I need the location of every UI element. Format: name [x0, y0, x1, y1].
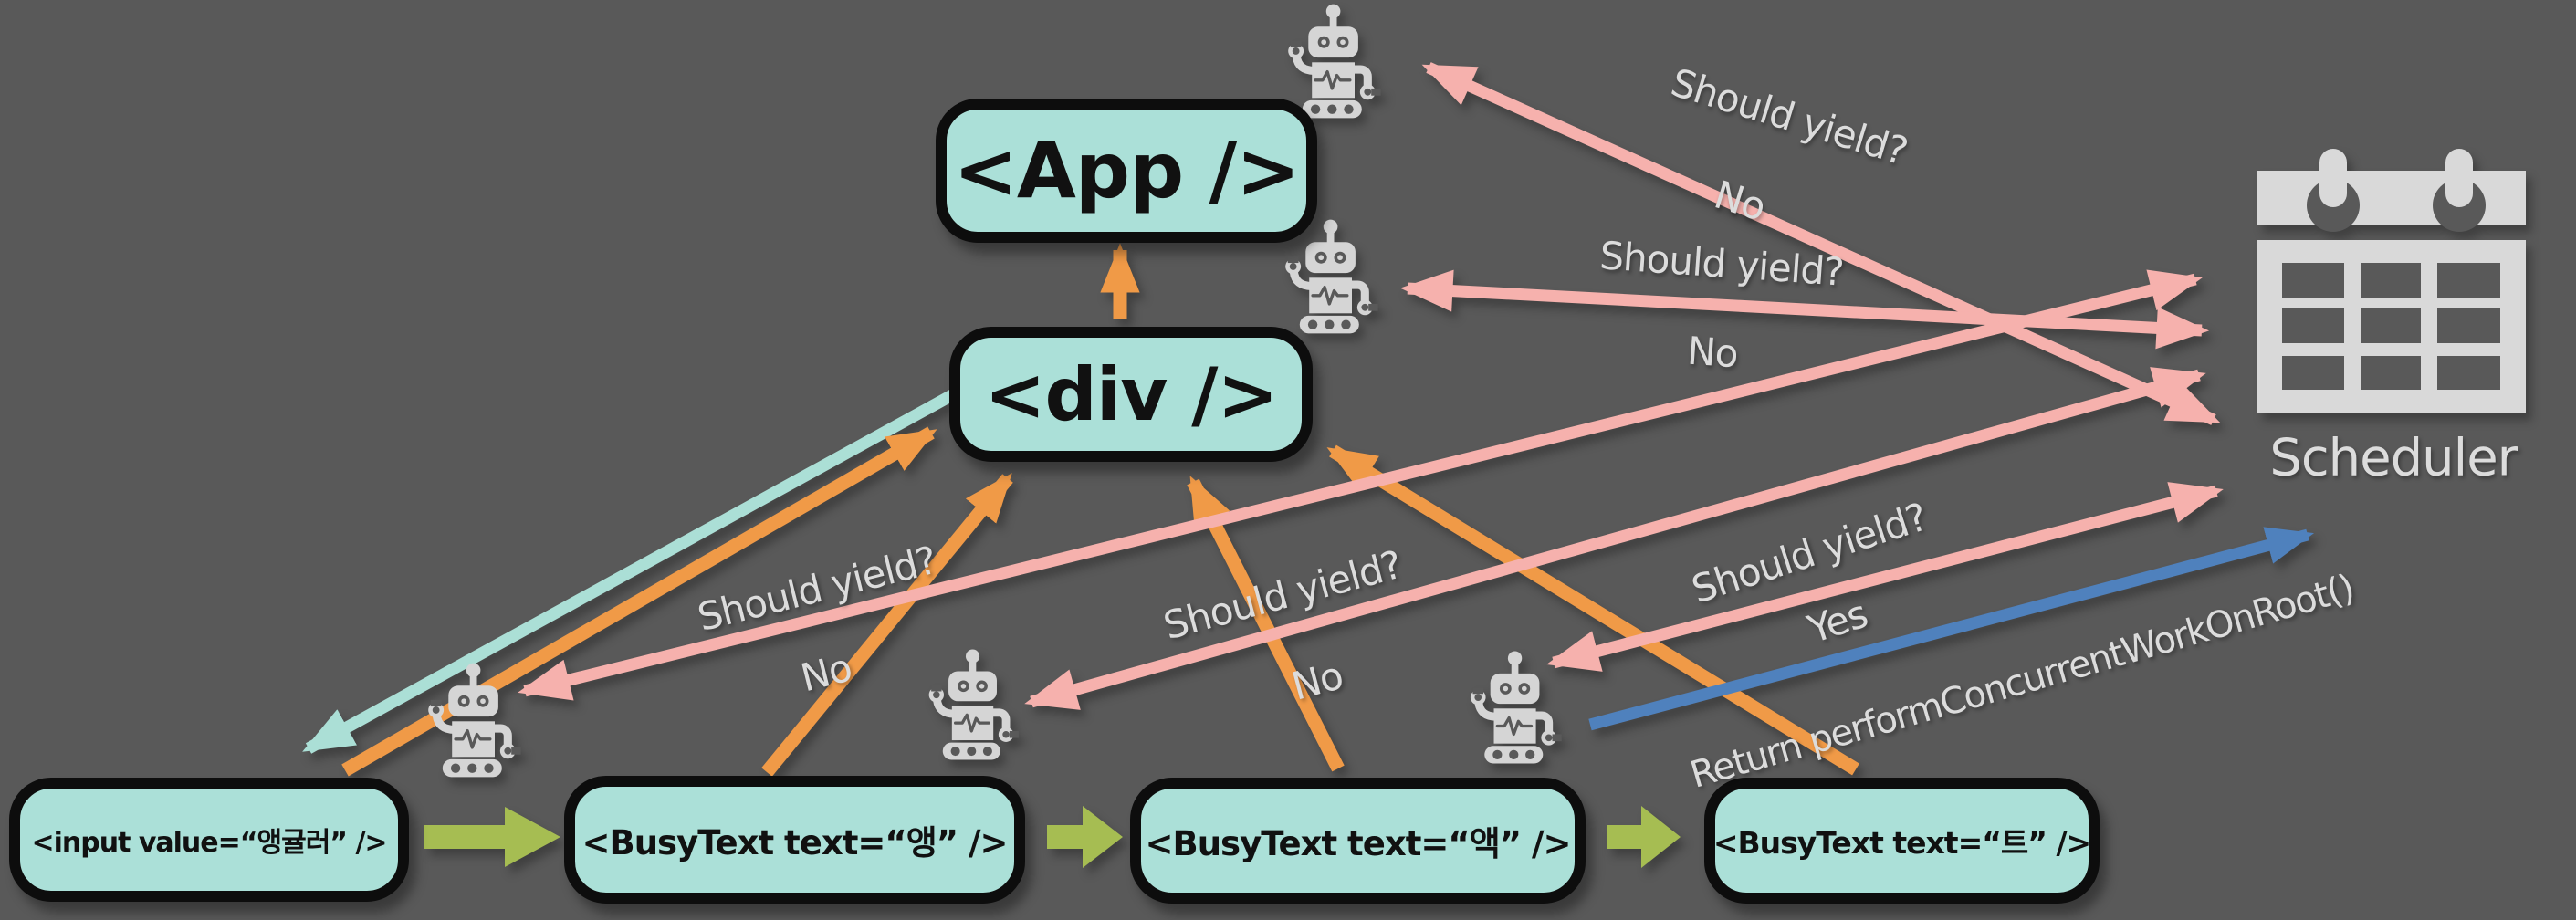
- node-busytext-1: <BusyText text=“앵” />: [564, 776, 1025, 904]
- node-busytext-3: <BusyText text=“트” />: [1704, 778, 2100, 904]
- node-input: <input value=“앵귤러” />: [9, 778, 409, 902]
- answer-label-2: No: [1685, 328, 1740, 377]
- arrow-next-unit-1: [424, 807, 560, 867]
- arrow-next-unit-3: [1607, 806, 1681, 868]
- node-div: <div />: [949, 327, 1313, 462]
- arrow-return-to-scheduler: [1588, 527, 2315, 731]
- arrow-scheduler-robot-5: [1546, 482, 2224, 672]
- robot-icon: [1285, 220, 1377, 334]
- arrow-next-unit-2: [1047, 806, 1123, 868]
- node-app: <App />: [936, 99, 1317, 243]
- robot-icon: [929, 650, 1019, 760]
- robot-icon: [1471, 652, 1562, 764]
- robot-icon: [1288, 5, 1380, 119]
- calendar-icon: [2257, 149, 2526, 413]
- scheduler-label: Scheduler: [2269, 428, 2518, 488]
- node-busytext-2: <BusyText text=“액” />: [1130, 778, 1586, 904]
